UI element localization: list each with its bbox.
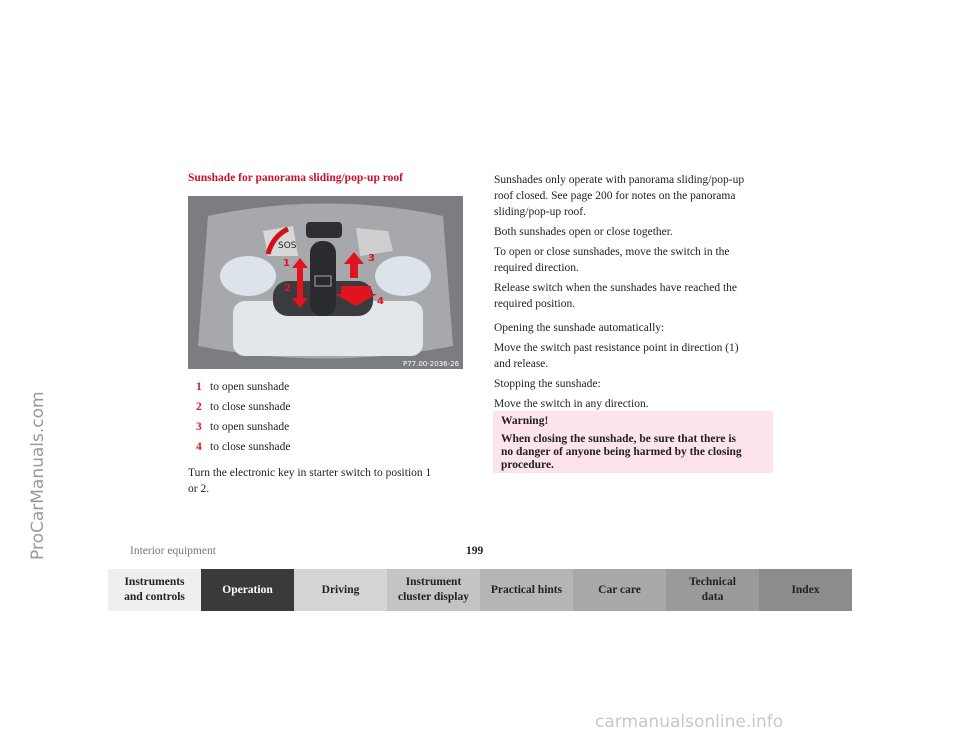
nav-tab[interactable]: Driving <box>294 569 387 611</box>
footer-section: Interior equipment <box>130 545 216 557</box>
sos-label: SOS <box>278 241 297 251</box>
nav-tab-label: Technical <box>689 576 736 588</box>
callout-3: 3 <box>368 253 375 264</box>
nav-tab-label: Practical hints <box>490 583 563 596</box>
photo-caption: P77.00-2036-26 <box>403 360 460 368</box>
nav-tab[interactable]: Operation <box>201 569 294 611</box>
roof-control-photo: SOS 1 2 3 4 P77.00-2036-26 <box>188 196 463 369</box>
nav-tab-label: Operation <box>222 583 273 596</box>
warning-box: Warning! When closing the sunshade, be s… <box>493 411 773 473</box>
right-column: Sunshades only operate with panorama sli… <box>494 174 745 410</box>
warning-title: Warning! <box>501 415 549 427</box>
nav-tab-label: Car care <box>598 583 641 596</box>
nav-tab[interactable]: Practical hints <box>480 569 573 611</box>
nav-tab[interactable]: Car care <box>573 569 666 611</box>
nav-tab[interactable]: Technical data <box>666 569 759 611</box>
callout-2: 2 <box>284 283 291 294</box>
key-instruction: Turn the electronic key in starter switc… <box>188 467 432 495</box>
nav-tab-label: and controls <box>124 591 185 603</box>
callout-1: 1 <box>283 258 290 269</box>
nav-tab-label: Instrument <box>405 576 462 588</box>
nav-tab-label: Driving <box>321 583 360 596</box>
chapter-nav: Instruments and controls Operation Driving I… <box>108 569 852 611</box>
section-title: Sunshade for panorama sliding/pop-up roo… <box>188 172 403 184</box>
watermark: ProCarManuals.com <box>28 391 48 560</box>
nav-tab-label: cluster display <box>397 591 470 603</box>
nav-tab[interactable]: Instrument cluster display <box>387 569 480 611</box>
nav-tab-label: Instruments <box>124 576 185 588</box>
nav-tab-label: Index <box>791 583 820 596</box>
nav-tab[interactable]: Instruments and controls <box>108 569 201 611</box>
callout-4: 4 <box>377 296 384 307</box>
nav-tab[interactable]: Index <box>759 569 852 611</box>
nav-tab-label: data <box>701 591 724 603</box>
page-number: 199 <box>466 545 484 557</box>
watermark: carmanualsonline.info <box>595 712 784 732</box>
